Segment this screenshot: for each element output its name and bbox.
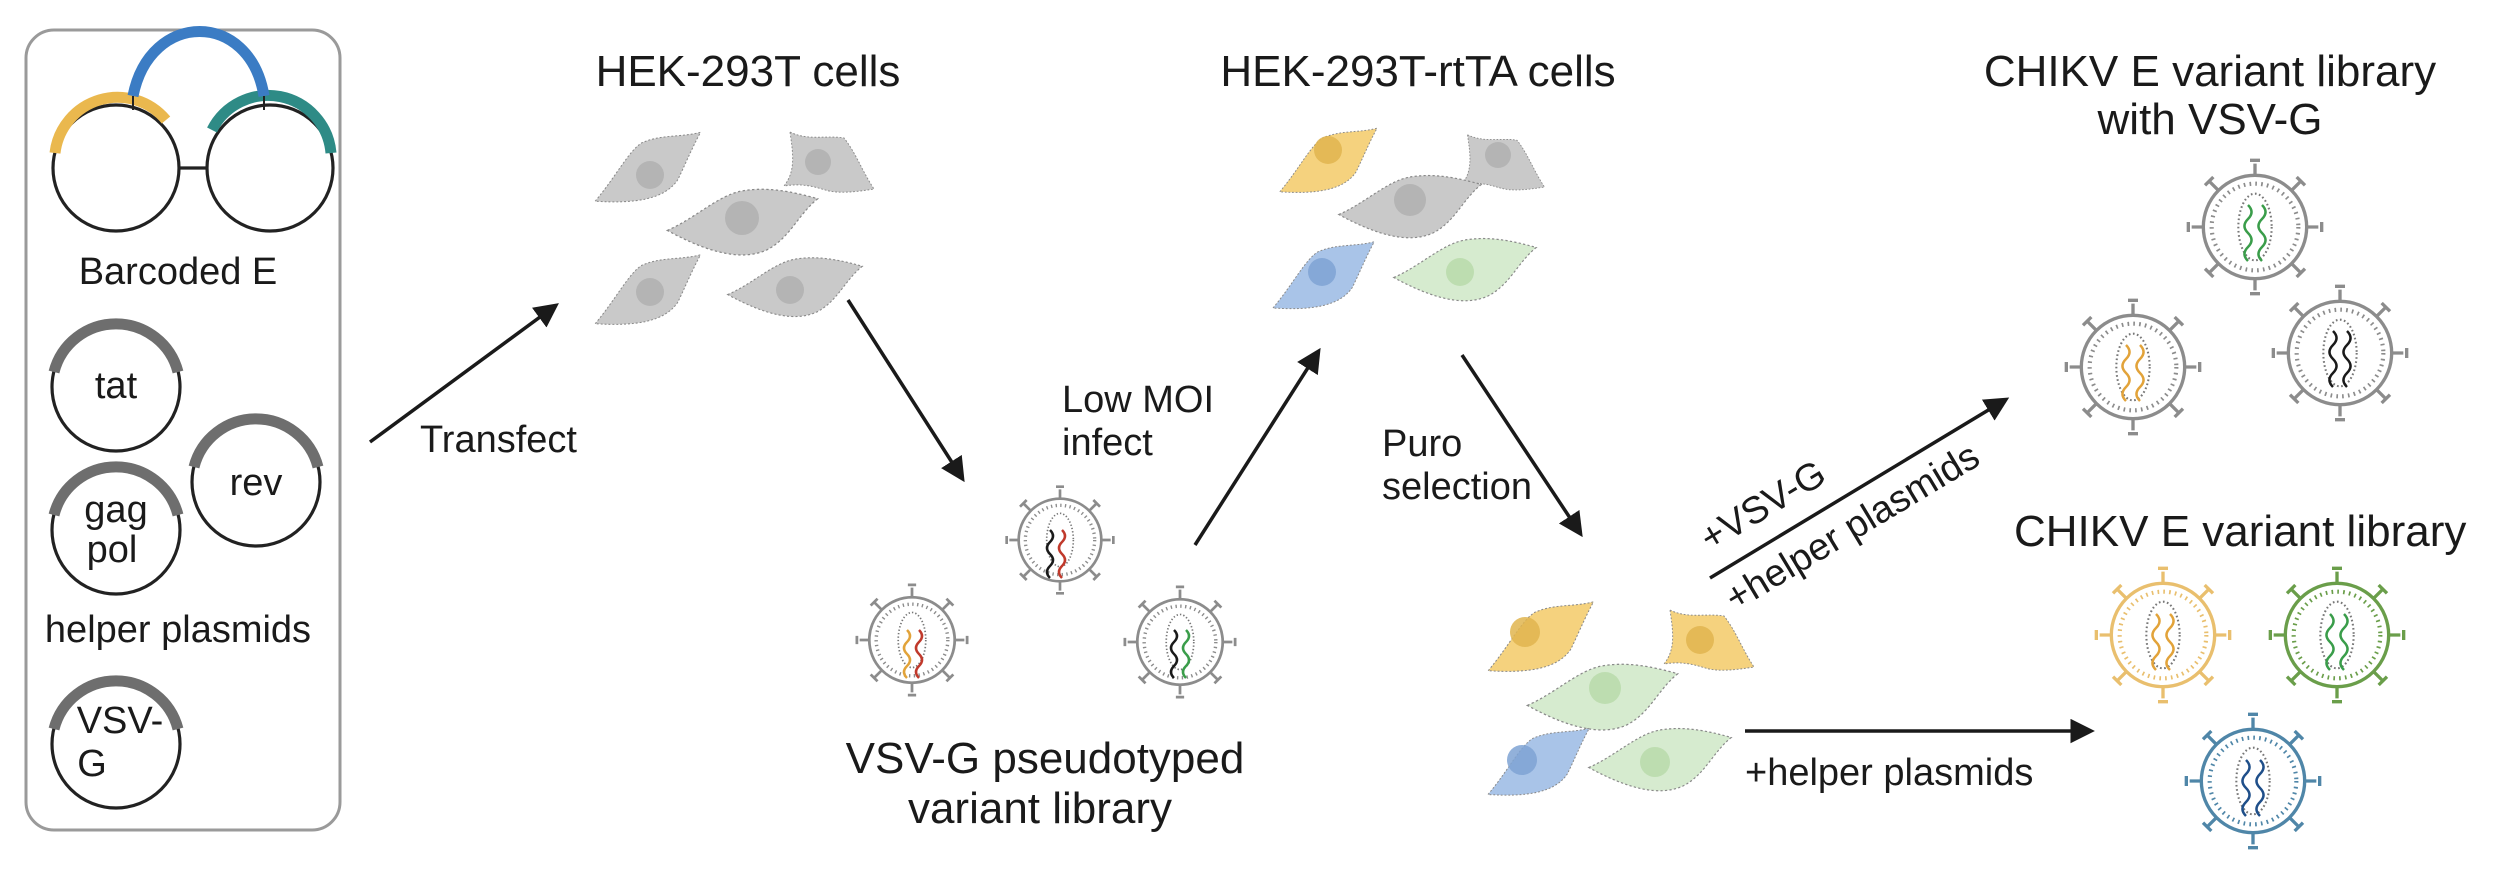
lib-plain-title: CHIKV E variant library — [2014, 507, 2466, 556]
virus-particle-gray — [1123, 585, 1237, 699]
tat-arc — [48, 318, 184, 374]
hek293t-title: HEK-293T cells — [596, 47, 901, 96]
hek293t-rtta-cell-group — [1272, 127, 1546, 310]
lib-plain-virus-group — [2096, 568, 2403, 847]
low-moi-label-line1: Low MOI — [1062, 379, 1214, 421]
pol-label: pol — [87, 529, 138, 571]
pseudotyped-virus-group — [855, 484, 1237, 699]
gag-pol-arc — [48, 461, 184, 517]
tat-plasmid: tat — [48, 318, 184, 453]
vsvg-helper-arrow — [1709, 397, 2010, 580]
puro-label-line2: selection — [1382, 466, 1532, 508]
barcoded-arc-teal — [207, 89, 337, 154]
vsvg-label-line2: G — [77, 743, 107, 785]
vsvg-arc — [48, 675, 184, 731]
low-moi-arrow — [1193, 347, 1321, 546]
transfect-arrow — [368, 303, 559, 444]
low-moi-label-line2: infect — [1062, 422, 1153, 464]
transfect-label: Transfect — [420, 419, 577, 461]
plasmid-panel: Barcoded E tat rev gag pol helper plasmi… — [24, 26, 342, 832]
vsvg-plasmid: VSV- G — [48, 675, 184, 810]
pseudotyped-title-line2: variant library — [908, 784, 1172, 833]
virus-particle-green — [2270, 568, 2403, 701]
hek293t-rtta-title: HEK-293T-rtTA cells — [1220, 47, 1615, 96]
virus-particle-gray — [2273, 286, 2406, 419]
virus-particle-gray — [855, 583, 969, 697]
puro-arrow — [1460, 354, 1583, 538]
pseudotyped-title-line1: VSV-G pseudotyped — [846, 734, 1245, 783]
barcoded-arc-yellow — [49, 91, 171, 154]
rev-label: rev — [230, 462, 283, 504]
lib-vsvg-title-line2: with VSV-G — [2097, 95, 2323, 144]
virus-particle-gray — [2188, 160, 2321, 293]
virus-particle-yellow — [2096, 568, 2229, 701]
barcoded-e-label: Barcoded E — [79, 251, 278, 293]
virus-particle-gray — [2066, 300, 2199, 433]
puro-label-line1: Puro — [1382, 423, 1462, 465]
blue-cell — [1487, 727, 1590, 796]
to-pseudotyped-arrow — [846, 299, 965, 483]
selected-cell-group — [1487, 601, 1755, 796]
vsvg-label-line1: VSV- — [77, 700, 164, 742]
helper-arrow-label: +helper plasmids — [1745, 752, 2033, 794]
tat-label: tat — [95, 365, 138, 407]
barcoded-arc-blue — [127, 26, 270, 98]
yellow-cell — [1487, 601, 1595, 673]
rev-arc — [188, 413, 324, 469]
helper-plasmids-label: helper plasmids — [45, 609, 311, 651]
rev-plasmid: rev — [188, 413, 324, 548]
virus-particle-blue — [2186, 714, 2319, 847]
barcoded-e-plasmid — [49, 26, 337, 233]
lib-vsvg-title-line1: CHIKV E variant library — [1984, 47, 2436, 96]
gag-pol-plasmid: gag pol — [48, 461, 184, 596]
lib-vsvg-virus-group — [2066, 160, 2406, 433]
gag-label: gag — [84, 489, 147, 531]
hek293t-cell-group — [594, 131, 875, 326]
